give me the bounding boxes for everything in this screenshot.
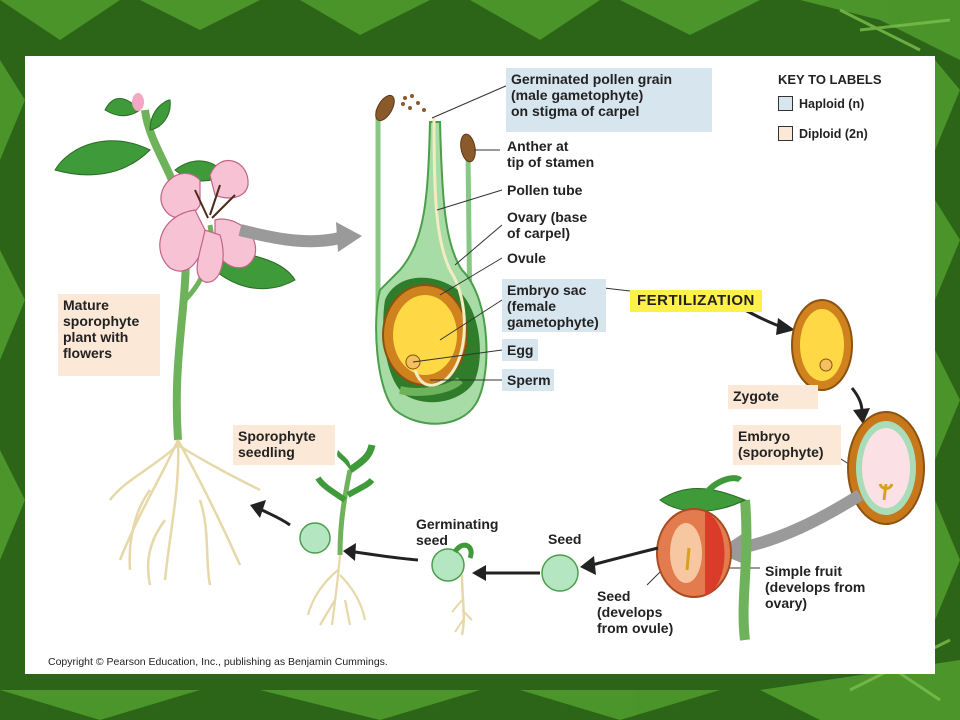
key-haploid-row: Haploid (n) [778,96,864,111]
germinating-seed-illustration [431,542,474,636]
label-sporophyte-seedling: Sporophyte seedling [233,425,335,465]
seedling-illustration [299,444,376,626]
label-embryo-sac: Embryo sac (female gametophyte) [502,279,606,332]
key-diploid-row: Diploid (2n) [778,126,868,141]
label-sperm: Sperm [502,369,554,391]
label-germinated-pollen-grain: Germinated pollen grain (male gametophyt… [506,68,712,132]
label-ovary: Ovary (base of carpel) [507,209,588,241]
label-mature-sporophyte: Mature sporophyte plant with flowers [58,294,160,376]
haploid-swatch [778,96,793,111]
key-title: KEY TO LABELS [778,72,882,87]
label-anther: Anther at tip of stamen [507,138,595,170]
label-pollen-tube: Pollen tube [507,182,583,198]
zygote-illustration [791,299,853,391]
embryo-illustration [847,411,925,525]
simple-fruit-illustration [656,475,752,641]
key-haploid-label: Haploid (n) [799,96,865,111]
label-germinating-seed: Germinating seed [416,516,499,548]
key-diploid-label: Diploid (2n) [799,126,868,141]
label-simple-fruit: Simple fruit (develops from ovary) [765,563,866,611]
copyright-text: Copyright © Pearson Education, Inc., pub… [48,656,388,668]
label-ovule: Ovule [507,250,546,266]
label-embryo: Embryo (sporophyte) [733,425,841,465]
carpel-illustration [375,94,488,425]
label-seed: Seed [548,531,582,547]
label-seed-develops: Seed (develops from ovule) [597,588,674,636]
label-egg: Egg [502,339,538,361]
label-zygote: Zygote [728,385,818,409]
diploid-swatch [778,126,793,141]
mature-plant-illustration [54,93,296,586]
label-fertilization: FERTILIZATION [630,290,762,312]
